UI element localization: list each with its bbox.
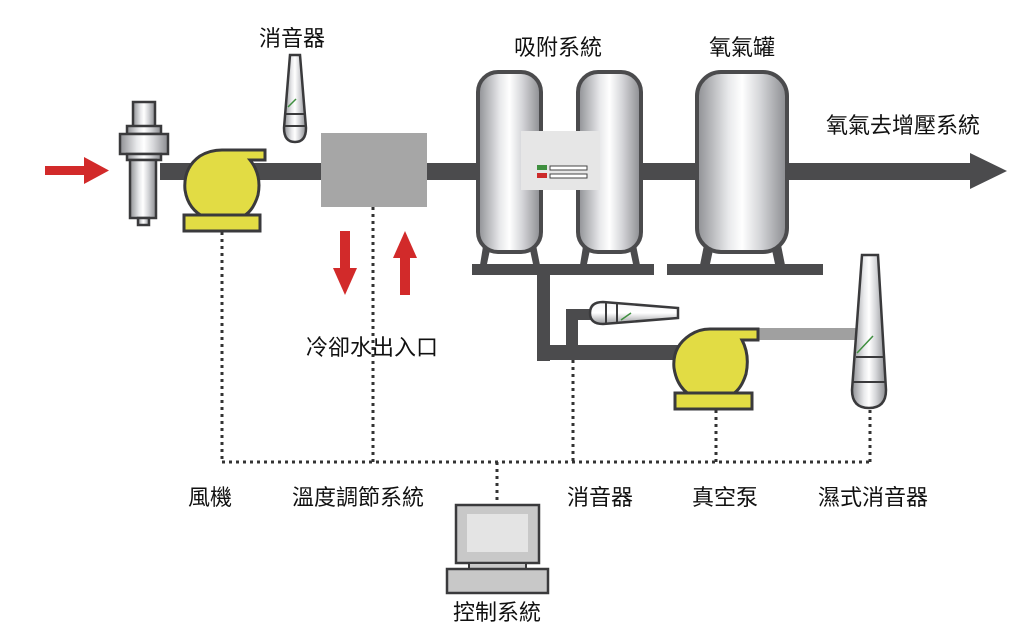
- vacuum-pump-icon: [672, 327, 760, 411]
- output-arrow-icon: [970, 153, 1007, 189]
- adsorption-tower-b: [576, 70, 643, 265]
- label-control-system: 控制系統: [453, 601, 541, 626]
- control-computer-icon: [445, 503, 550, 595]
- status-green-indicator: [537, 165, 547, 170]
- label-wet-silencer: 濕式消音器: [818, 486, 928, 511]
- label-blower: 風機: [188, 486, 232, 511]
- control-wiring: [220, 207, 872, 503]
- label-top-silencer: 消音器: [259, 27, 325, 52]
- exhaust-pipe: [756, 328, 856, 340]
- label-adsorption-system: 吸附系統: [514, 36, 602, 61]
- tank-platform: [667, 264, 823, 275]
- label-cooling-water: 冷卻水出入口: [306, 336, 438, 361]
- adsorption-platform: [472, 264, 654, 275]
- adsorption-control-panel: [521, 131, 600, 190]
- label-temperature-control: 溫度調節系統: [292, 486, 424, 511]
- blower-icon: [182, 148, 267, 233]
- wet-silencer-icon: [850, 253, 888, 410]
- side-silencer-icon: [588, 300, 680, 326]
- adsorption-tower-a: [476, 70, 543, 265]
- temperature-control-unit: [321, 133, 427, 207]
- cooling-water-in-arrow-icon: [393, 231, 417, 295]
- label-vacuum-pump: 真空泵: [692, 486, 758, 511]
- label-silencer: 消音器: [567, 486, 633, 511]
- label-oxygen-tank: 氧氣罐: [709, 36, 775, 61]
- oxygen-tank: [695, 70, 789, 265]
- cooling-water-out-arrow-icon: [333, 231, 357, 295]
- label-output: 氧氣去增壓系統: [826, 114, 980, 139]
- inlet-arrow-icon: [45, 157, 109, 184]
- status-red-indicator: [537, 173, 547, 178]
- intake-filter: [118, 100, 170, 227]
- top-silencer-icon: [282, 53, 308, 144]
- vacuum-pipe: [537, 275, 687, 361]
